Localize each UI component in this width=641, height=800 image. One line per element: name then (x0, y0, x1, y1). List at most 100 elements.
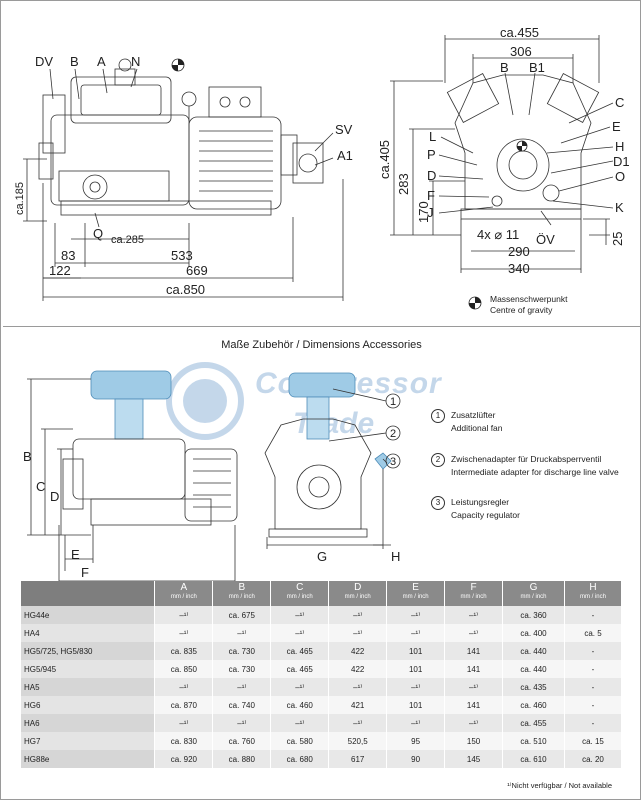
cell: –¹⁾ (270, 606, 330, 624)
label-p: P (427, 147, 436, 162)
note-number: 3 (431, 496, 445, 510)
dim-width-340: 340 (508, 261, 530, 276)
acc-callout-1: 1 (390, 396, 396, 408)
cell: –¹⁾ (328, 714, 388, 732)
cell: –¹⁾ (154, 624, 214, 642)
side-cog-marker (171, 58, 185, 72)
note-de: Zwischenadapter für Druckabsperrventil (451, 454, 602, 464)
cell: ca. 680 (270, 750, 330, 768)
cell: ca. 5 (564, 624, 623, 642)
header-model (21, 581, 156, 606)
end-view-drawing (390, 35, 614, 273)
cell: 90 (386, 750, 446, 768)
label-o: O (615, 169, 625, 184)
acc-dim-f: F (81, 565, 89, 580)
cell: 617 (328, 750, 388, 768)
cell: - (564, 696, 623, 714)
dim-width-83: 83 (61, 248, 75, 263)
table-row: HA5 –¹⁾–¹⁾–¹⁾–¹⁾–¹⁾–¹⁾ca. 435- (21, 678, 623, 696)
cell: –¹⁾ (212, 678, 272, 696)
cell: ca. 740 (212, 696, 272, 714)
cell: ca. 440 (502, 642, 565, 660)
acc-callout-3: 3 (390, 456, 396, 468)
compressor-drawings: DV B A N SV A1 Q ca.185 ca.285 83 533 12… (14, 25, 630, 301)
cell: ca. 460 (270, 696, 330, 714)
cell-model: HA6 (21, 714, 156, 732)
label-j: J (427, 205, 434, 220)
dim-width-122: 122 (49, 263, 71, 278)
cell-model: HG5/725, HG5/830 (21, 642, 156, 660)
note-en: Capacity regulator (451, 510, 520, 520)
cell: 101 (386, 696, 446, 714)
label-c: C (615, 95, 624, 110)
cell: 141 (444, 696, 504, 714)
cell-model: HA4 (21, 624, 156, 642)
centre-of-gravity-icon (468, 296, 482, 310)
label-a1: A1 (337, 148, 353, 163)
acc-dim-h: H (391, 549, 400, 564)
cell: –¹⁾ (328, 606, 388, 624)
label-d1: D1 (613, 154, 630, 169)
dimension-drawings-panel: DV B A N SV A1 Q ca.185 ca.285 83 533 12… (3, 3, 640, 327)
cell: –¹⁾ (154, 678, 214, 696)
cell-model: HG7 (21, 732, 156, 750)
label-q: Q (93, 226, 103, 241)
cell: 422 (328, 660, 388, 678)
accessories-drawings: B C D E F A G H 1 2 3 (23, 370, 401, 589)
label-f: F (427, 188, 435, 203)
acc-dim-e: E (71, 547, 80, 562)
dim-width-455: ca.455 (500, 25, 539, 40)
cell: –¹⁾ (270, 678, 330, 696)
cell: –¹⁾ (154, 606, 214, 624)
cell: ca. 15 (564, 732, 623, 750)
acc-dim-d: D (50, 489, 59, 504)
label-n: N (131, 54, 140, 69)
cell: 141 (444, 642, 504, 660)
watermark-globe-icon (166, 362, 244, 440)
label-ov: ÖV (536, 232, 555, 247)
cell: ca. 880 (212, 750, 272, 768)
label-d: D (427, 168, 436, 183)
cell: 422 (328, 642, 388, 660)
note-number: 1 (431, 409, 445, 423)
cell: 421 (328, 696, 388, 714)
dim-height-185: ca.185 (14, 182, 26, 215)
cell: ca. 20 (564, 750, 623, 768)
label-dv: DV (35, 54, 53, 69)
cell: 145 (444, 750, 504, 768)
cell: ca. 460 (502, 696, 565, 714)
cell: ca. 440 (502, 660, 565, 678)
accessories-panel: Maße Zubehör / Dimensions Accessories Co… (3, 329, 640, 799)
note-de: Leistungsregler (451, 497, 510, 507)
cell-model: HG6 (21, 696, 156, 714)
dim-height-283: 283 (396, 173, 411, 195)
acc-dim-b: B (23, 449, 32, 464)
cell: –¹⁾ (444, 606, 504, 624)
dim-height-405: ca.405 (377, 140, 392, 179)
cell: 520,5 (328, 732, 388, 750)
cell: - (564, 678, 623, 696)
cell-model: HG88e (21, 750, 156, 768)
cell: –¹⁾ (444, 714, 504, 732)
end-cog-marker (516, 140, 528, 152)
acc-dim-c: C (36, 479, 45, 494)
cell: –¹⁾ (212, 714, 272, 732)
table-row: HA6 –¹⁾–¹⁾–¹⁾–¹⁾–¹⁾–¹⁾ca. 455- (21, 714, 623, 732)
dim-width-850: ca.850 (166, 282, 205, 297)
cell: –¹⁾ (444, 624, 504, 642)
accessory-end-view (264, 372, 401, 549)
cell: ca. 435 (502, 678, 565, 696)
cell-model: HG44e (21, 606, 156, 624)
label-l: L (429, 129, 436, 144)
accessories-title: Maße Zubehör / Dimensions Accessories (221, 339, 422, 351)
